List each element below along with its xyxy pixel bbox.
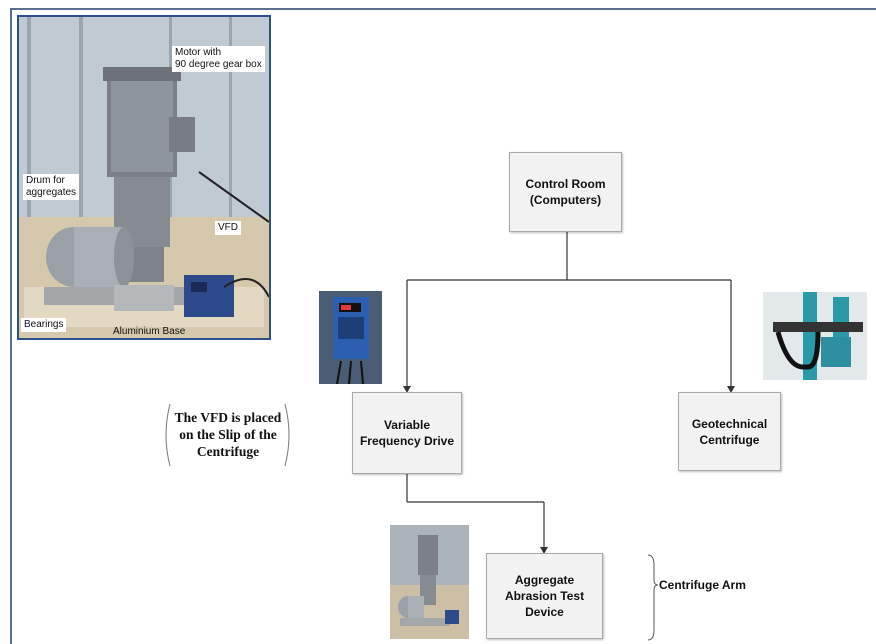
control-room-box: Control Room (Computers) bbox=[509, 152, 622, 232]
frame-left-line bbox=[10, 8, 12, 644]
frame-top-line bbox=[10, 8, 876, 10]
aggregate-device-box: Aggregate Abrasion Test Device bbox=[486, 553, 603, 639]
vfd-box: Variable Frequency Drive bbox=[352, 392, 462, 474]
vfd-placement-note: The VFD is placed on the Slip of the Cen… bbox=[174, 410, 282, 459]
vfd-photo-drawing bbox=[319, 291, 382, 384]
note-right-bracket bbox=[284, 403, 290, 467]
base-label: Aluminium Base bbox=[113, 326, 186, 337]
aggregate-device-photo bbox=[390, 525, 469, 639]
drum-label: Drum for aggregates bbox=[23, 174, 80, 200]
bearings-label: Bearings bbox=[21, 318, 67, 332]
arm-bracket bbox=[647, 554, 659, 641]
motor-label: Motor with 90 degree gear box bbox=[172, 46, 265, 72]
centrifuge-arm-label: Centrifuge Arm bbox=[659, 578, 746, 592]
centrifuge-box: Geotechnical Centrifuge bbox=[678, 392, 781, 471]
vfd-photo bbox=[319, 291, 382, 384]
centrifuge-photo-drawing bbox=[763, 292, 867, 380]
centrifuge-photo bbox=[763, 292, 867, 380]
aggregate-device-photo-drawing bbox=[390, 525, 469, 639]
vfd-photo-label: VFD bbox=[215, 221, 241, 235]
note-left-bracket bbox=[165, 403, 171, 467]
